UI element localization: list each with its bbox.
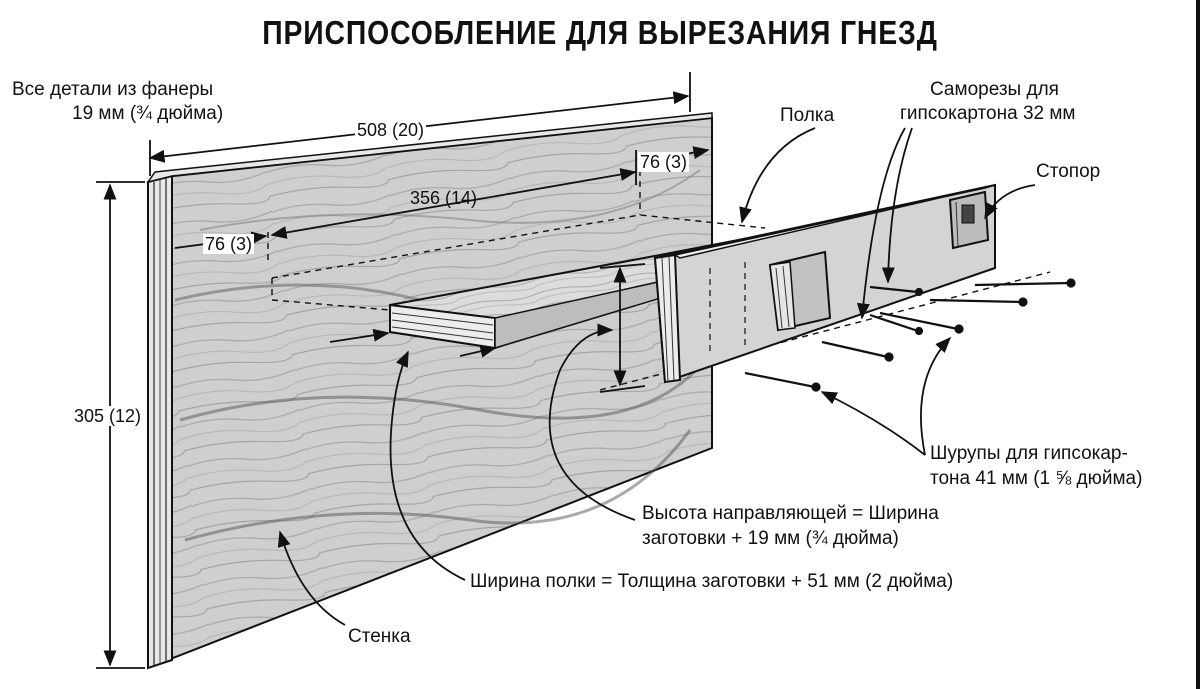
stop-block [948,190,990,250]
material-note-line2: 19 мм (¾ дюйма) [72,103,224,124]
diagram-title: ПРИСПОСОБЛЕНИЕ ДЛЯ ВЫРЕЗАНИЯ ГНЕЗД [262,14,938,51]
material-note-line1: Все детали из фанеры [12,79,214,100]
shelf-width-label: Ширина полки = Толщина заготовки + 51 мм… [470,571,954,592]
screws-label-line2: гипсокартона 32 мм [900,103,1076,124]
fence-height-label-line2: заготовки + 19 мм (¾ дюйма) [642,528,899,549]
dimension-shelf-length: 356 (14) [410,188,478,208]
fence-height-label-line1: Высота направляющей = Ширина [642,503,939,524]
drywall-screws [744,278,1076,392]
drywall-screws-label-line2: тона 41 мм (1 ⅝ дюйма) [930,468,1143,489]
dimension-offset-right: 76 (3) [638,152,690,172]
leader-lines [277,127,1036,626]
dimension-offset-left: 76 (3) [203,234,255,254]
stop-label: Стопор [1036,161,1101,182]
dimension-width-total: 508 (20) [355,120,427,140]
shelf-label: Полка [780,105,835,126]
screws-label-line1: Саморезы для [930,79,1059,100]
spacer-block [768,250,832,332]
frame-right-edge [1196,0,1200,689]
drywall-screws-label-line1: Шурупы для гипсокар- [930,443,1128,464]
dimension-height: 305 (12) [72,406,144,426]
wall-label: Стенка [348,626,411,647]
